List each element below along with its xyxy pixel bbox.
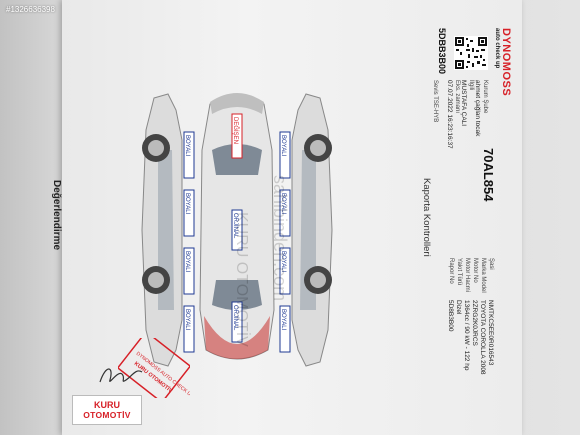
- report-id: 5DBB3B00: [437, 28, 447, 74]
- owner-label: İlgili: [468, 80, 474, 90]
- watermark-text: sahibinden.com: [269, 175, 290, 301]
- part-label-boyali: BOYALI: [184, 132, 194, 178]
- brand-block: DYNOMOSS auto check up: [494, 28, 512, 96]
- field-value: NMTKC5EE0R016543: [487, 300, 494, 365]
- logo-line1: KURU: [94, 400, 120, 410]
- part-label-boyali: BOYALI: [184, 190, 194, 236]
- brand-name: DYNOMOSS: [500, 28, 512, 96]
- part-label-boyali: BOYALI: [280, 306, 290, 352]
- stock-id: #1326636398: [6, 5, 55, 14]
- field-value: 1364cc / 90 kW - 122 hp: [463, 300, 470, 370]
- field-label: Motor Hacmi: [464, 258, 470, 292]
- logo-line2: OTOMOTİV: [83, 410, 131, 420]
- field-value: 5D8B3B00: [447, 300, 454, 331]
- svg-text:BOYALI: BOYALI: [184, 251, 190, 273]
- signature-icon: [96, 360, 146, 390]
- svg-text:BOYALI: BOYALI: [184, 135, 190, 157]
- sidebar-cut-text: Değerlendirme: [51, 180, 62, 250]
- owner-value: MUSTAFA ÇALI: [460, 80, 467, 126]
- field-value: 2ZRG2K0JRCS: [471, 300, 478, 346]
- section-title: Kaporta Kontrolleri: [421, 178, 432, 257]
- part-label-boyali: BOYALI: [184, 248, 194, 294]
- serial-label: Sevis TSE-HYB: [432, 80, 438, 122]
- field-label: Marka Model: [480, 258, 486, 293]
- field-value: TOYOTA COROLLA 2008: [479, 300, 486, 375]
- svg-text:BOYALI: BOYALI: [280, 135, 286, 157]
- qr-code-icon: [454, 36, 488, 70]
- car-side-view-left: [142, 94, 182, 366]
- branch-value: ahmet çağlan tocak: [474, 80, 481, 136]
- svg-text:DEĞİŞEN: DEĞİŞEN: [232, 117, 239, 144]
- date-value: 07.07.2022 16:23:16:37: [446, 80, 453, 149]
- field-label: Yakıt Türü: [456, 258, 462, 285]
- car-side-view-right: [292, 94, 332, 366]
- part-label-degisen: DEĞİŞEN: [232, 114, 242, 158]
- dealer-logo: KURU OTOMOTİV: [72, 395, 142, 425]
- field-value: Dizel: [455, 300, 462, 314]
- part-label-boyali: BOYALI: [280, 132, 290, 178]
- field-label: Motor No: [472, 258, 478, 283]
- date-label: Eks. zamanı: [454, 80, 460, 113]
- svg-text:BOYALI: BOYALI: [184, 193, 190, 215]
- watermark-text: KURU OTOMOTİV: [232, 212, 250, 347]
- field-label: Şasi: [488, 258, 494, 270]
- svg-text:BOYALI: BOYALI: [184, 309, 190, 331]
- branch-label: Kurum Şube: [482, 80, 488, 113]
- plate-number: 70AL854: [481, 148, 496, 201]
- svg-text:BOYALI: BOYALI: [280, 309, 286, 331]
- field-label: Rapor No: [448, 258, 454, 284]
